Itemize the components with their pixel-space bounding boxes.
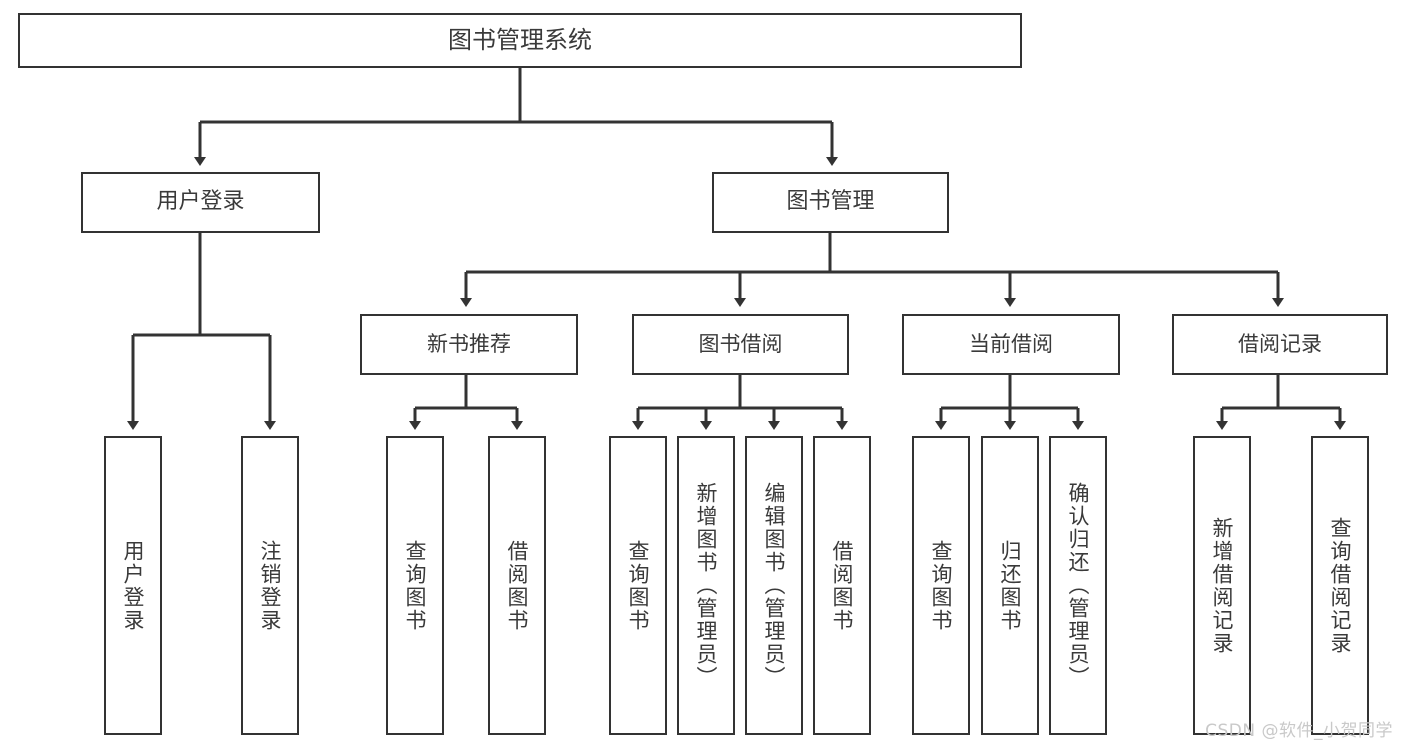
leaf-new-book-recommend-0[interactable]: 查询图书 (386, 436, 444, 735)
node-label: 查询图书 (626, 539, 651, 632)
leaf-borrow-record-0[interactable]: 新增借阅记录 (1193, 436, 1251, 735)
leaf-book-borrow-1[interactable]: 新增图书（管理员） (677, 436, 735, 735)
leaf-user-login-0[interactable]: 用户登录 (104, 436, 162, 735)
node-label: 借阅记录 (1238, 331, 1322, 356)
node-label: 图书借阅 (698, 331, 783, 356)
node-label: 图书管理系统 (448, 26, 592, 55)
node-label: 确认归还（管理员） (1066, 482, 1091, 689)
node-label: 借阅图书 (505, 539, 530, 632)
node-label: 新增借阅记录 (1210, 516, 1235, 655)
node-label: 图书管理 (786, 189, 875, 215)
node-label: 归还图书 (998, 539, 1023, 632)
node-label: 用户登录 (121, 539, 146, 632)
leaf-new-book-recommend-1[interactable]: 借阅图书 (488, 436, 546, 735)
leaf-book-borrow-0[interactable]: 查询图书 (609, 436, 667, 735)
node-label: 编辑图书（管理员） (762, 482, 787, 689)
node-label: 用户登录 (156, 189, 245, 215)
node-root-book-management-system[interactable]: 图书管理系统 (18, 13, 1022, 68)
leaf-current-borrow-2[interactable]: 确认归还（管理员） (1049, 436, 1107, 735)
node-label: 查询借阅记录 (1328, 516, 1353, 655)
node-new-book-recommend[interactable]: 新书推荐 (360, 314, 578, 375)
leaf-user-login-1[interactable]: 注销登录 (241, 436, 299, 735)
node-label: 新书推荐 (427, 331, 511, 356)
node-label: 借阅图书 (830, 539, 855, 632)
node-label: 新增图书（管理员） (694, 482, 719, 689)
node-book-management[interactable]: 图书管理 (712, 172, 949, 233)
node-label: 查询图书 (929, 539, 954, 632)
node-borrow-record[interactable]: 借阅记录 (1172, 314, 1388, 375)
node-current-borrow[interactable]: 当前借阅 (902, 314, 1120, 375)
node-label: 查询图书 (403, 539, 428, 632)
leaf-current-borrow-1[interactable]: 归还图书 (981, 436, 1039, 735)
leaf-borrow-record-1[interactable]: 查询借阅记录 (1311, 436, 1369, 735)
node-label: 注销登录 (258, 539, 283, 632)
leaf-current-borrow-0[interactable]: 查询图书 (912, 436, 970, 735)
node-label: 当前借阅 (969, 331, 1053, 356)
node-book-borrow[interactable]: 图书借阅 (632, 314, 849, 375)
leaf-book-borrow-3[interactable]: 借阅图书 (813, 436, 871, 735)
leaf-book-borrow-2[interactable]: 编辑图书（管理员） (745, 436, 803, 735)
node-user-login[interactable]: 用户登录 (81, 172, 320, 233)
